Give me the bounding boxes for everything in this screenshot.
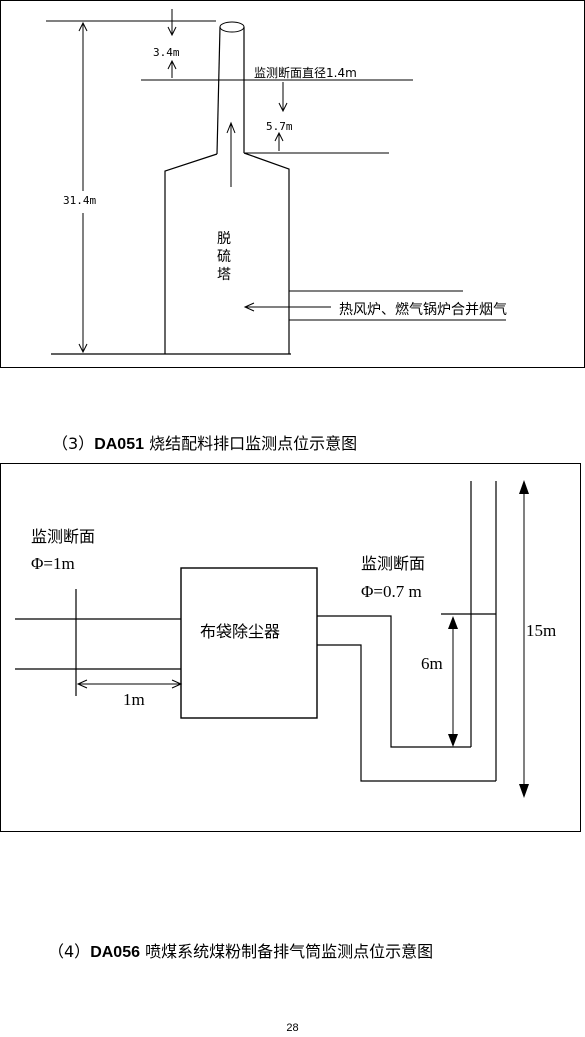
left-section-label: 监测断面 <box>31 527 95 546</box>
caption-da051: （3）DA051 烧结配料排口监测点位示意图 <box>0 430 585 454</box>
caption-da051-prefix: （3） <box>52 434 95 453</box>
bag-filter-box <box>180 567 318 719</box>
right-height-arrow-up <box>448 616 458 629</box>
bag-filter-label: 布袋除尘器 <box>200 622 280 641</box>
right-section-label: 监测断面 <box>361 554 425 573</box>
flow-up-arrow-head <box>226 121 236 134</box>
tower-label-char3: 塔 <box>217 267 231 283</box>
left-distance-arrow-left <box>76 679 88 689</box>
total-height-arrow-up <box>78 21 88 32</box>
stack-height-arrow-down <box>519 784 529 798</box>
caption-da051-code: DA051 <box>94 436 144 453</box>
right-height-label: 6m <box>421 654 443 673</box>
total-height-arrow-down <box>78 343 88 354</box>
outlet-duct-inner <box>317 615 471 748</box>
right-diameter-label: Φ=0.7 m <box>361 582 422 601</box>
tower-right-wall <box>243 152 290 354</box>
tower-diagram-frame: 31.4m 3.4m 监测断面直径1.4m 5.7m 脱 硫 塔 热风炉、燃气锅… <box>0 0 585 368</box>
chimney-left-wall <box>216 26 221 155</box>
stack-height-arrow-up <box>519 480 529 494</box>
tower-left-wall <box>164 153 218 354</box>
top-gap-arrow-down <box>167 26 177 37</box>
left-diameter-label: Φ=1m <box>31 554 75 573</box>
inflow-arrow-head <box>243 302 255 312</box>
section-diameter-label: 监测断面直径1.4m <box>254 65 357 80</box>
below-section-label: 5.7m <box>266 120 293 133</box>
inflow-label: 热风炉、燃气锅炉合并烟气 <box>339 301 507 318</box>
stack-height-label: 15m <box>526 621 556 640</box>
page-number: 28 <box>286 1022 299 1034</box>
bag-filter-diagram-frame: 监测断面 Φ=1m 1m 布袋除尘器 监测断面 Φ=0.7 m 6m 15m <box>0 463 581 832</box>
tower-label-char1: 脱 <box>217 231 231 247</box>
tower-diagram: 31.4m 3.4m 监测断面直径1.4m 5.7m 脱 硫 塔 热风炉、燃气锅… <box>46 9 507 355</box>
top-gap-arrow-up <box>167 59 177 70</box>
caption-da056-title: 喷煤系统煤粉制备排气筒监测点位示意图 <box>145 942 434 961</box>
chimney-top <box>219 21 245 33</box>
tower-label-char2: 硫 <box>217 249 231 265</box>
caption-da056: （4）DA056 喷煤系统煤粉制备排气筒监测点位示意图 <box>0 938 585 962</box>
left-distance-label: 1m <box>123 690 145 709</box>
total-height-label: 31.4m <box>63 194 96 207</box>
caption-da051-title: 烧结配料排口监测点位示意图 <box>149 434 358 453</box>
outlet-duct-outer <box>317 644 496 782</box>
bag-filter-diagram: 监测断面 Φ=1m 1m 布袋除尘器 监测断面 Φ=0.7 m 6m 15m <box>15 480 556 798</box>
caption-da056-prefix: （4） <box>48 942 91 961</box>
below-section-arrow-up <box>274 131 284 142</box>
top-gap-label: 3.4m <box>153 46 180 59</box>
below-section-arrow-down <box>278 102 288 113</box>
caption-da056-code: DA056 <box>90 944 140 961</box>
right-height-arrow-down <box>448 734 458 747</box>
